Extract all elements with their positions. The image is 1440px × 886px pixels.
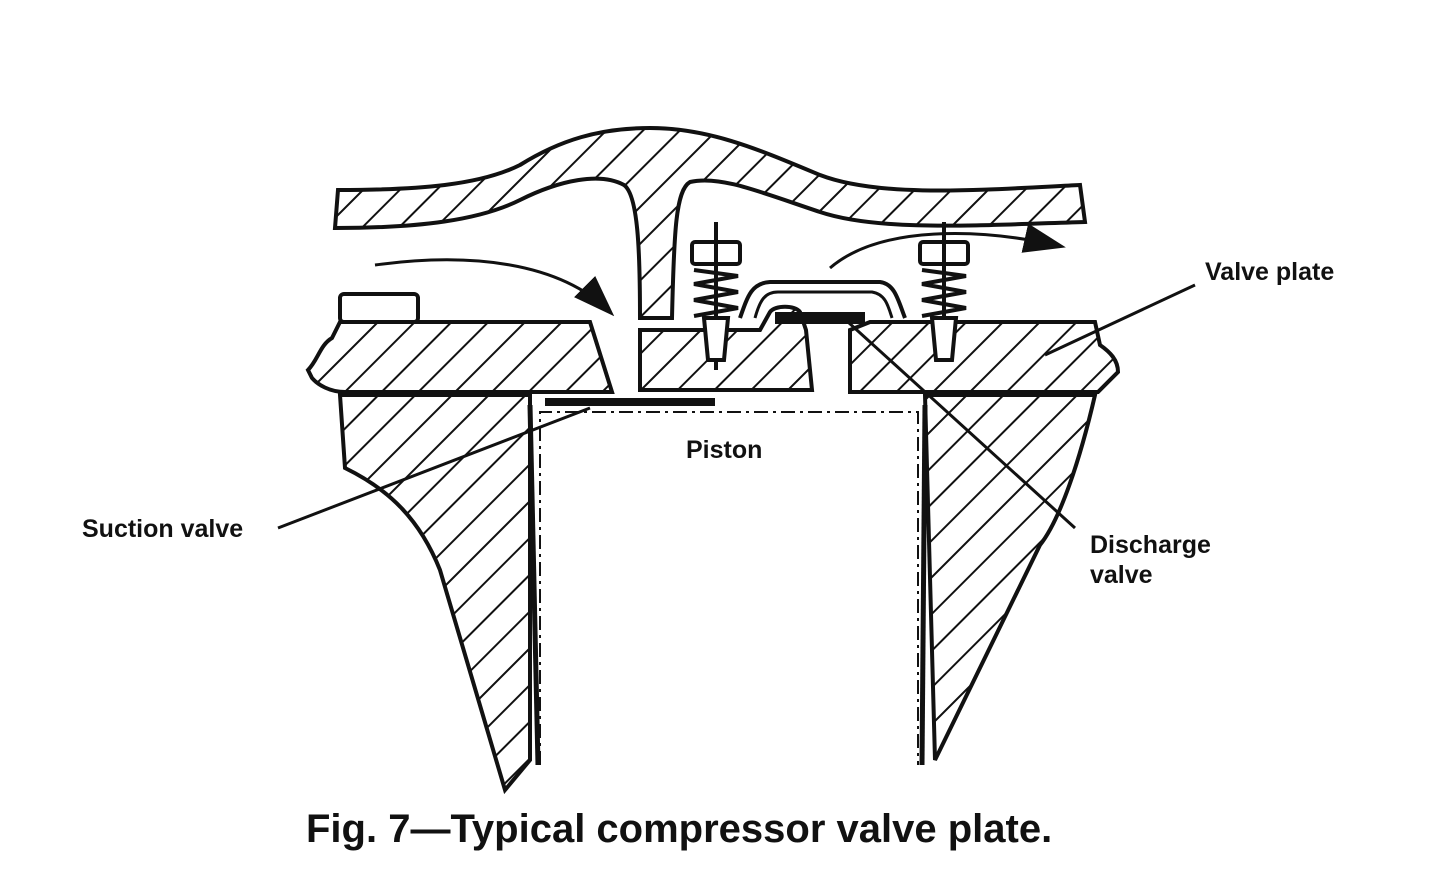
cylinder-wall-right <box>919 404 928 766</box>
valve-plate-label: Valve plate <box>1205 258 1334 286</box>
cylinder-head <box>332 125 1088 320</box>
piston-label: Piston <box>686 436 762 464</box>
valve-plate-left <box>305 320 615 394</box>
suction-valve-leader <box>277 406 591 530</box>
valve-plate-right <box>848 320 1121 394</box>
cylinder-wall-left <box>527 404 541 766</box>
discharge-valve-cage <box>738 280 907 319</box>
bolt-spring-left <box>690 222 742 370</box>
cylinder-block-right <box>922 393 1098 761</box>
suction-valve-label: Suction valve <box>82 515 243 543</box>
piston-outline <box>539 411 919 765</box>
discharge-valve-label-line1: Discharge <box>1090 531 1211 559</box>
discharge-valve-reed <box>775 312 865 324</box>
suction-flow-arrow <box>374 258 615 317</box>
cylinder-block-left <box>337 393 532 795</box>
suction-valve-reed <box>545 398 715 406</box>
bolt-spring-right <box>918 222 970 362</box>
discharge-valve-label-line2: valve <box>1090 561 1153 589</box>
left-plate-cap <box>338 292 420 324</box>
discharge-valve-leader <box>846 320 1077 530</box>
figure-caption: Fig. 7—Typical compressor valve plate. <box>306 807 1052 851</box>
valve-plate-leader <box>1044 283 1196 357</box>
discharge-flow-arrow <box>829 223 1066 270</box>
